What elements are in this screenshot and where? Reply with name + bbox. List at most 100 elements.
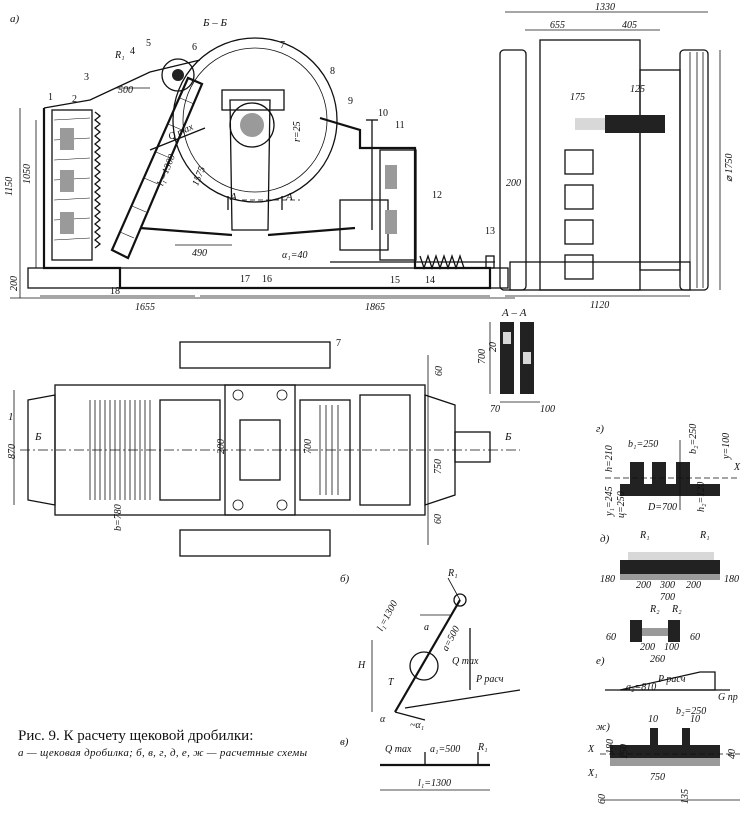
scheme-v: в) Q max a₁=500 R₁ l₁=1300 (340, 736, 490, 791)
dim-200: 200 (9, 276, 20, 291)
caption-subtitle: а — щековая дробилка; б, в, г, д, е, ж —… (18, 747, 308, 759)
dim-70-aa: 70 (490, 404, 500, 415)
g-260: ц=250 (616, 491, 627, 518)
section-mark-a-left: А (229, 191, 237, 203)
part-4: 4 (130, 46, 135, 57)
fig-d-label: д) (600, 533, 610, 545)
part-13: 13 (485, 226, 495, 237)
dim-700-plan: 700 (303, 439, 314, 454)
zh-60: 60 (597, 794, 608, 804)
g-d700: D=700 (647, 502, 677, 513)
b-R1: R₁ (447, 568, 458, 579)
e-260: 260 (650, 654, 665, 665)
dim-r25: r=25 (292, 121, 303, 142)
dim-200-side: 200 (506, 178, 521, 189)
section-bb-label: Б – Б (202, 17, 227, 29)
side-dimensions: 1330 655 405 175 125 ⌀ 1750 200 1120 (506, 2, 735, 311)
dim-200-plan: 200 (216, 439, 227, 454)
e-R2a: R₂ (649, 604, 660, 615)
scheme-d: д) R₁ R₁ 180 180 200 300 200 700 (600, 530, 739, 603)
dim-R1: R₁ (114, 50, 125, 61)
dim-1050: 1050 (22, 164, 33, 184)
b-ppach: P расч (475, 674, 504, 685)
dim-60b: 60 (433, 514, 444, 524)
part-7: 7 (280, 40, 285, 51)
e-100: 100 (664, 642, 679, 653)
zh-10b: 10 (690, 714, 700, 725)
part-12: 12 (432, 190, 442, 201)
fig-e-label: е) (596, 655, 605, 667)
part-1: 1 (48, 92, 53, 103)
e-60a: 60 (606, 632, 616, 643)
part-9: 9 (348, 96, 353, 107)
d-700: 700 (660, 592, 675, 603)
d-180a: 180 (600, 574, 615, 585)
part-6: 6 (192, 42, 197, 53)
dim-1865: 1865 (365, 302, 385, 313)
zh-x1: X₁ (587, 768, 598, 779)
e-gpr: G пр (718, 692, 738, 703)
dim-700-aa: 700 (477, 349, 488, 364)
figure-caption: Рис. 9. К расчету щековой дробилки: а — … (18, 728, 318, 760)
g-x: X (733, 462, 741, 473)
fig-a-label: а) (10, 13, 20, 25)
dim-870: 870 (7, 444, 18, 459)
b-alpha: α (380, 714, 386, 725)
part-11: 11 (395, 120, 405, 131)
part-numbers: 1 2 3 4 5 6 7 8 9 10 11 12 13 14 15 16 1… (48, 38, 495, 297)
v-qmax: Q max (385, 744, 412, 755)
d-180b: 180 (724, 574, 739, 585)
v-R1: R₁ (477, 742, 488, 753)
fig-g-label: г) (596, 423, 604, 435)
part-2: 2 (72, 94, 77, 105)
section-mark-a-right: А (285, 191, 293, 203)
flywheel (172, 37, 338, 203)
d-R1b: R₁ (699, 530, 710, 541)
crusher-side-view (499, 11, 721, 297)
d-R1a: R₁ (639, 530, 650, 541)
dim-750: 750 (433, 459, 444, 474)
plan-part-1: 1 (8, 411, 14, 423)
section-aa: А – А 700 20 70 100 (477, 307, 555, 415)
scheme-e: е) R₂ R₂ 60 200 100 60 260 a₂=810 P расч… (596, 604, 738, 717)
crusher-elevation (10, 37, 515, 299)
e-200: 200 (640, 642, 655, 653)
crusher-plan-view (13, 341, 520, 557)
dim-490: 490 (192, 248, 207, 259)
b-a: a (424, 622, 429, 633)
d-300: 300 (659, 580, 675, 591)
dim-655: 655 (550, 20, 565, 31)
part-10: 10 (378, 108, 388, 119)
e-R2b: R₂ (671, 604, 682, 615)
fig-zh-label: ж) (596, 721, 610, 733)
dim-l1300: l₁=1300 (155, 153, 178, 188)
plan-part-7: 7 (336, 338, 341, 349)
e-60b: 60 (690, 632, 700, 643)
d-200a: 200 (636, 580, 651, 591)
e-b2: b₂=250 (676, 706, 706, 717)
zh-135: 135 (680, 789, 691, 804)
v-l1: l₁=1300 (418, 778, 451, 789)
zh-10a: 10 (648, 714, 658, 725)
g-h210: h=210 (604, 445, 615, 472)
dim-1575: 1575 (190, 165, 208, 188)
eccentric-shaft (161, 58, 195, 92)
scheme-zh: ж) 10 10 X X₁ 180 150 40 750 135 60 (587, 714, 740, 804)
plan-mark-b-right: Б (504, 431, 512, 443)
dim-175: 175 (570, 92, 585, 103)
dim-alpha: α₁=40 (282, 250, 307, 261)
dim-1330: 1330 (595, 2, 615, 13)
b-l1: l₁=1300 (375, 599, 400, 633)
g-h120: h₂=120 (696, 482, 707, 512)
dim-1150: 1150 (4, 177, 15, 196)
b-T: T (388, 677, 395, 688)
dim-qmax: Q max (167, 121, 196, 142)
b-a1: ~α₁ (410, 720, 424, 731)
dim-1120: 1120 (590, 300, 609, 311)
b-qmax: Q max (452, 656, 479, 667)
part-8: 8 (330, 66, 335, 77)
scheme-g: г) b₁=250 b₂=250 X y=100 h=210 y₁=245 ц=… (596, 423, 741, 518)
dim-60a: 60 (434, 366, 445, 376)
